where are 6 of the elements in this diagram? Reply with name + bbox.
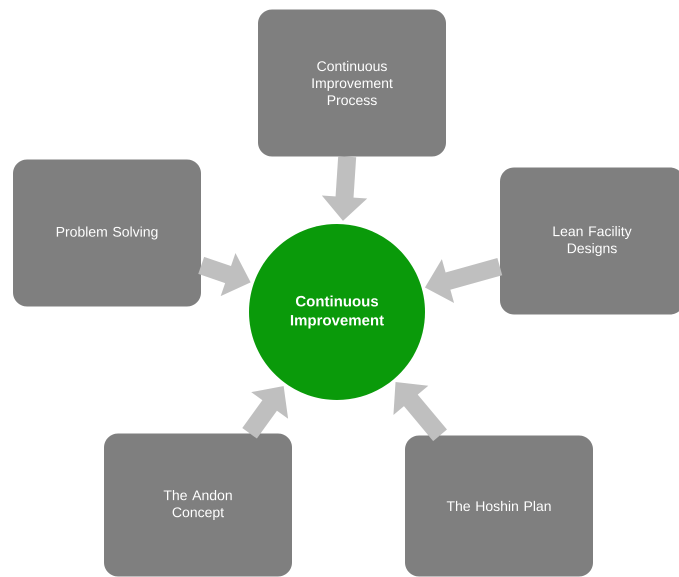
topic-box: The Andon Concept xyxy=(104,434,292,576)
topic-box: The Hoshin Plan xyxy=(405,436,593,576)
topic-box: Problem Solving xyxy=(13,160,201,306)
topic-box: Lean Facility Designs xyxy=(500,168,679,314)
block-arrow xyxy=(393,382,447,442)
topic-box: Continuous Improvement Process xyxy=(258,10,446,156)
